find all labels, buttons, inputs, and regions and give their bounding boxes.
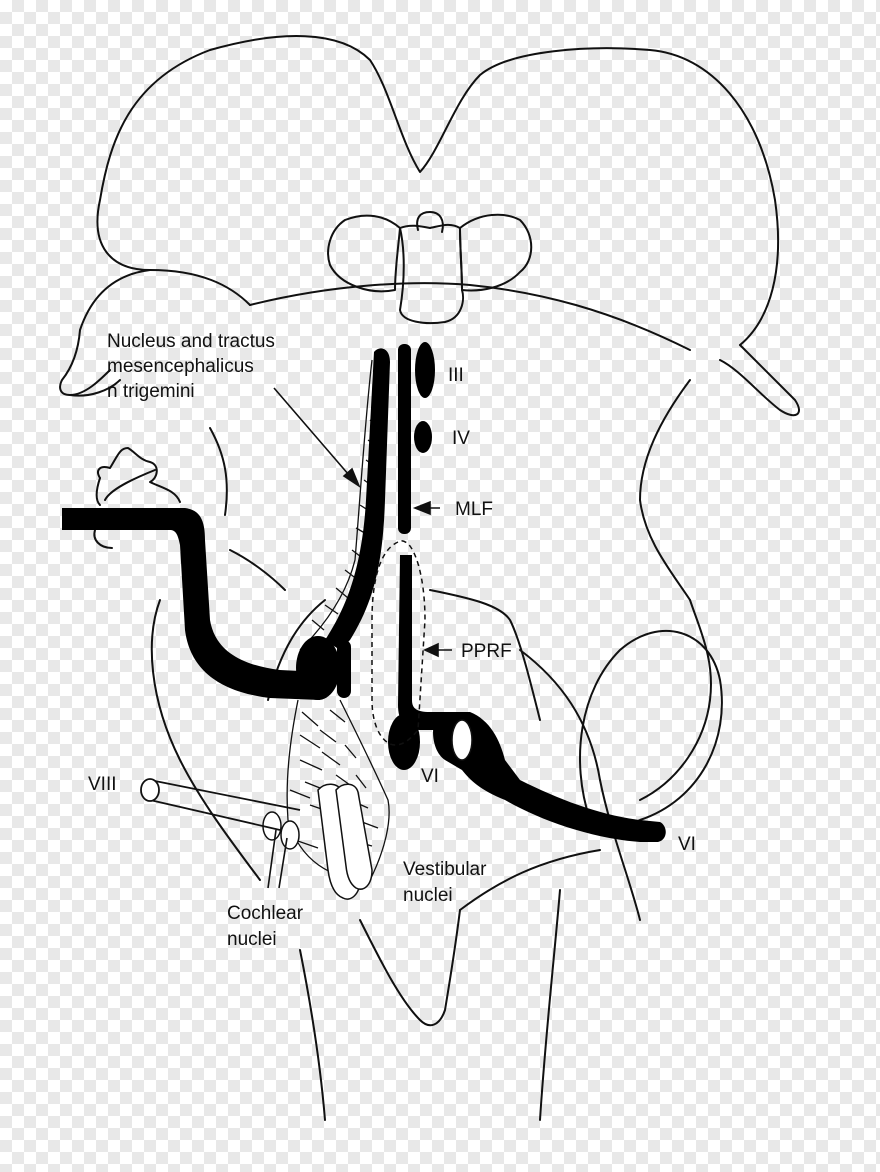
mlf-lower: [398, 555, 440, 730]
label-vi-nucleus: VI: [421, 766, 439, 787]
trigeminal-nucleus: [296, 636, 340, 700]
label-vestibular-line1: Vestibular: [403, 859, 487, 880]
tracts: [62, 342, 666, 842]
nucleus-iv: [414, 421, 432, 453]
vestibular-nuclei: [317, 783, 373, 900]
trigeminal-motor-rootlet: [337, 640, 351, 698]
label-nucleus-tractus-line3: n trigemini: [107, 381, 195, 402]
leader-lines: [267, 387, 452, 889]
label-pprf: PPRF: [461, 641, 512, 662]
vestibulocochlear-nerve: [140, 778, 301, 831]
label-viii: VIII: [88, 774, 117, 795]
label-iii: III: [448, 365, 464, 386]
label-iv: IV: [452, 428, 470, 449]
label-cochlear-line1: Cochlear: [227, 903, 304, 924]
label-nucleus-tractus-line2: mesencephalicus: [107, 356, 254, 377]
brainstem-outline: [59, 35, 800, 1121]
nucleus-vi: [388, 714, 420, 770]
trigeminal-nerve-root: [62, 508, 320, 700]
mlf-tract: [398, 344, 411, 534]
abducens-nerve-highlight: [451, 719, 473, 761]
labels: Nucleus and tractus mesencephalicus n tr…: [88, 331, 696, 950]
label-vi-nerve: VI: [678, 834, 696, 855]
label-vestibular-line2: nuclei: [403, 885, 453, 906]
label-mlf: MLF: [455, 499, 493, 520]
mesencephalic-tract: [325, 348, 390, 650]
pprf-region: [371, 540, 426, 746]
nucleus-iii: [415, 342, 435, 398]
abducens-nerve: [433, 712, 666, 842]
label-nucleus-tractus-line1: Nucleus and tractus: [107, 331, 275, 352]
label-cochlear-line2: nuclei: [227, 929, 277, 950]
cochlear-nuclei: [262, 811, 300, 850]
